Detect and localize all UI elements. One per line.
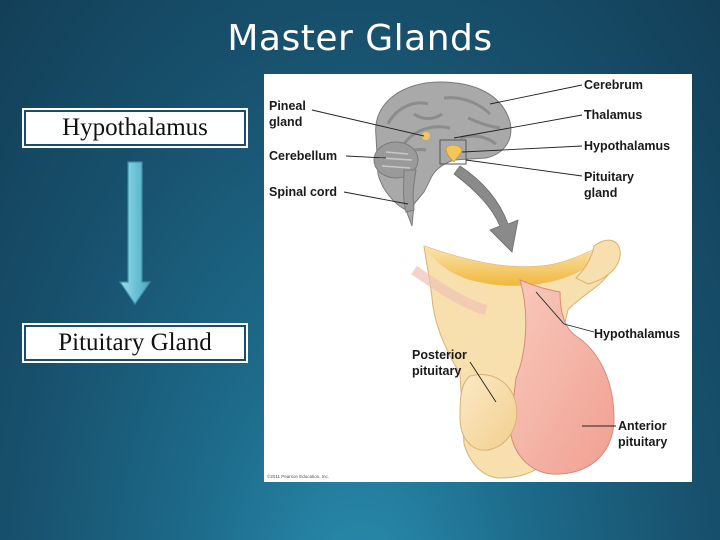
label-pituitary-line1: Pituitary	[584, 170, 634, 184]
label-cerebrum: Cerebrum	[584, 78, 643, 92]
slide-title: Master Glands	[227, 18, 493, 59]
label-pituitary-line2: gland	[584, 186, 617, 200]
label-thalamus: Thalamus	[584, 108, 642, 122]
arrow-down-icon	[118, 161, 152, 306]
label-hypothalamus-bottom: Hypothalamus	[594, 327, 680, 341]
label-cerebellum: Cerebellum	[269, 149, 337, 163]
brain-illustration	[373, 81, 512, 227]
label-spinal-cord: Spinal cord	[269, 185, 337, 199]
leader-lines	[311, 84, 616, 427]
label-pineal-line2: gland	[269, 115, 302, 129]
pituitary-enlarged-illustration	[411, 239, 621, 479]
label-hypothalamus-top: Hypothalamus	[584, 139, 670, 153]
pituitary-gland-label-box: Pituitary Gland	[22, 323, 248, 363]
copyright-notice: ©2011 Pearson Education, Inc.	[267, 473, 329, 479]
label-posterior-line2: pituitary	[412, 364, 461, 378]
hypothalamus-label-box: Hypothalamus	[22, 108, 248, 148]
zoom-pointer-arrow	[453, 165, 519, 253]
label-anterior-line1: Anterior	[618, 419, 667, 433]
label-anterior-line2: pituitary	[618, 435, 667, 449]
label-posterior-line1: Posterior	[412, 348, 467, 362]
label-pineal-line1: Pineal	[269, 99, 306, 113]
anatomy-figure: Cerebrum Thalamus Hypothalamus Pituitary…	[264, 74, 692, 482]
